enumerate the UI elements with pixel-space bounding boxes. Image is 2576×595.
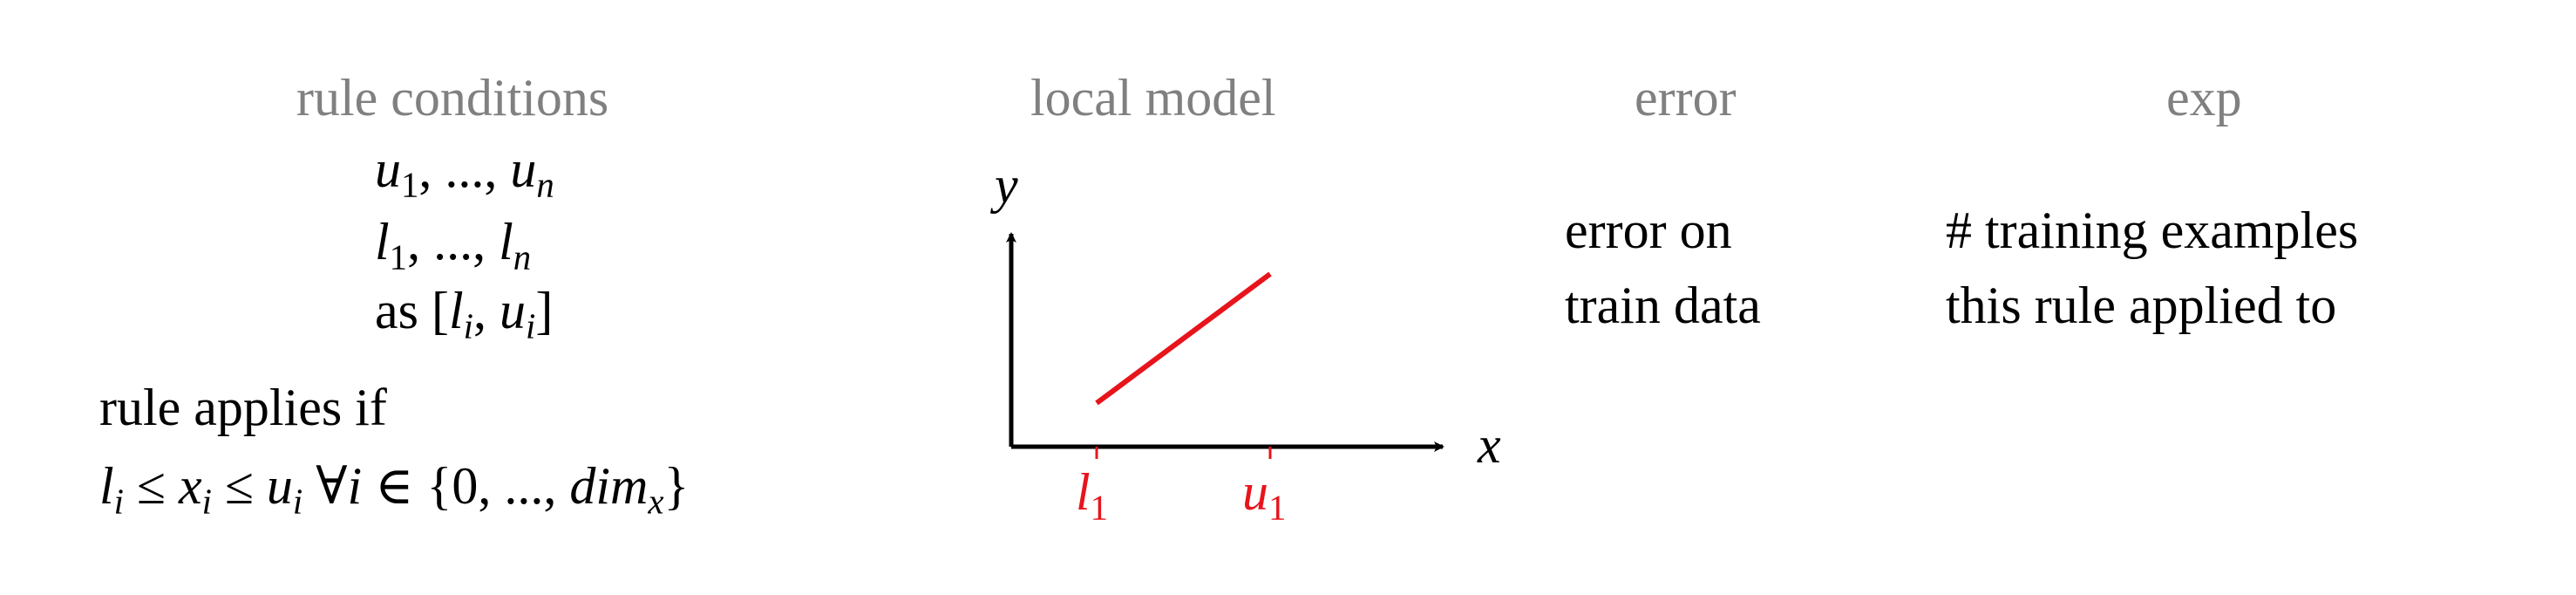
rule-applies-condition: li ≤ xi ≤ ui ∀i ∈ {0, ..., dimx} (99, 457, 690, 522)
upper-bounds: u1, ..., un (375, 140, 554, 205)
u1-label: u1 (1242, 463, 1287, 528)
local-model-line (1095, 271, 1272, 406)
local-model-header: local model (1030, 69, 1276, 127)
l1-label: l1 (1076, 463, 1109, 528)
exp-header: exp (2166, 69, 2242, 127)
x-axis-label: x (1478, 416, 1501, 474)
y-axis-label: y (995, 156, 1018, 214)
error-line-1: error on (1565, 202, 1732, 259)
exp-line-1: # training examples (1946, 202, 2359, 259)
error-line-2: train data (1565, 277, 1761, 334)
lower-bounds: l1, ..., ln (375, 213, 532, 277)
interval-notation: as [li, ui] (375, 282, 554, 346)
rule-applies-label: rule applies if (99, 379, 387, 436)
exp-line-2: this rule applied to (1946, 277, 2337, 334)
error-header: error (1635, 69, 1737, 127)
rule-conditions-header: rule conditions (296, 69, 609, 127)
